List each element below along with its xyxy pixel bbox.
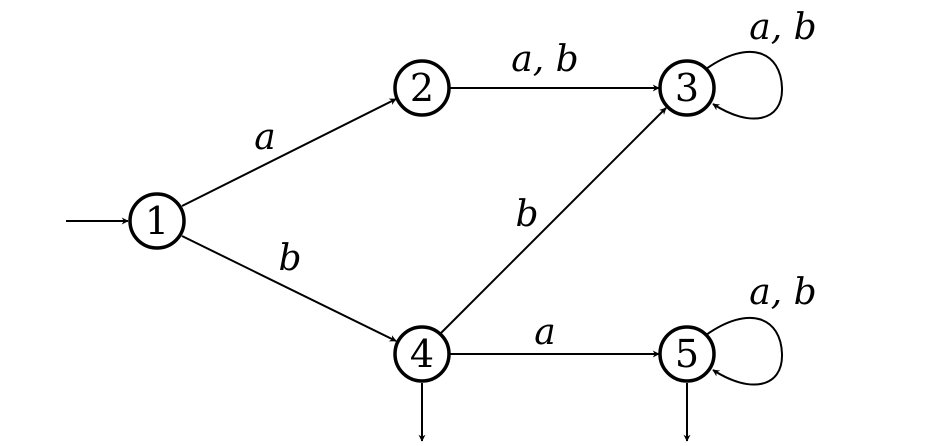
state-5-label: 5 [675, 332, 699, 376]
state-1-label: 1 [145, 199, 169, 243]
edge-2-3-label: a, b [511, 39, 578, 80]
self-loop-5-label: a, b [749, 272, 816, 313]
self-loop-3-label: a, b [749, 7, 816, 48]
state-3-label: 3 [675, 66, 699, 110]
edge-4-3-label: b [515, 194, 538, 235]
self-loop-5 [705, 317, 784, 386]
edge-1-2-label: a [254, 117, 275, 158]
edge-1-4 [181, 235, 397, 342]
state-1: 1 [128, 192, 186, 250]
state-4: 4 [393, 325, 451, 383]
state-2-label: 2 [410, 66, 434, 110]
state-3: 3 [658, 59, 716, 117]
state-2: 2 [393, 59, 451, 117]
edge-1-4-label: b [278, 238, 301, 279]
state-5: 5 [658, 325, 716, 383]
self-loop-3 [705, 51, 784, 120]
edge-1-2 [181, 98, 397, 207]
state-4-label: 4 [410, 332, 434, 376]
edge-4-5-label: a [534, 312, 555, 353]
edge-4-3 [440, 107, 667, 334]
